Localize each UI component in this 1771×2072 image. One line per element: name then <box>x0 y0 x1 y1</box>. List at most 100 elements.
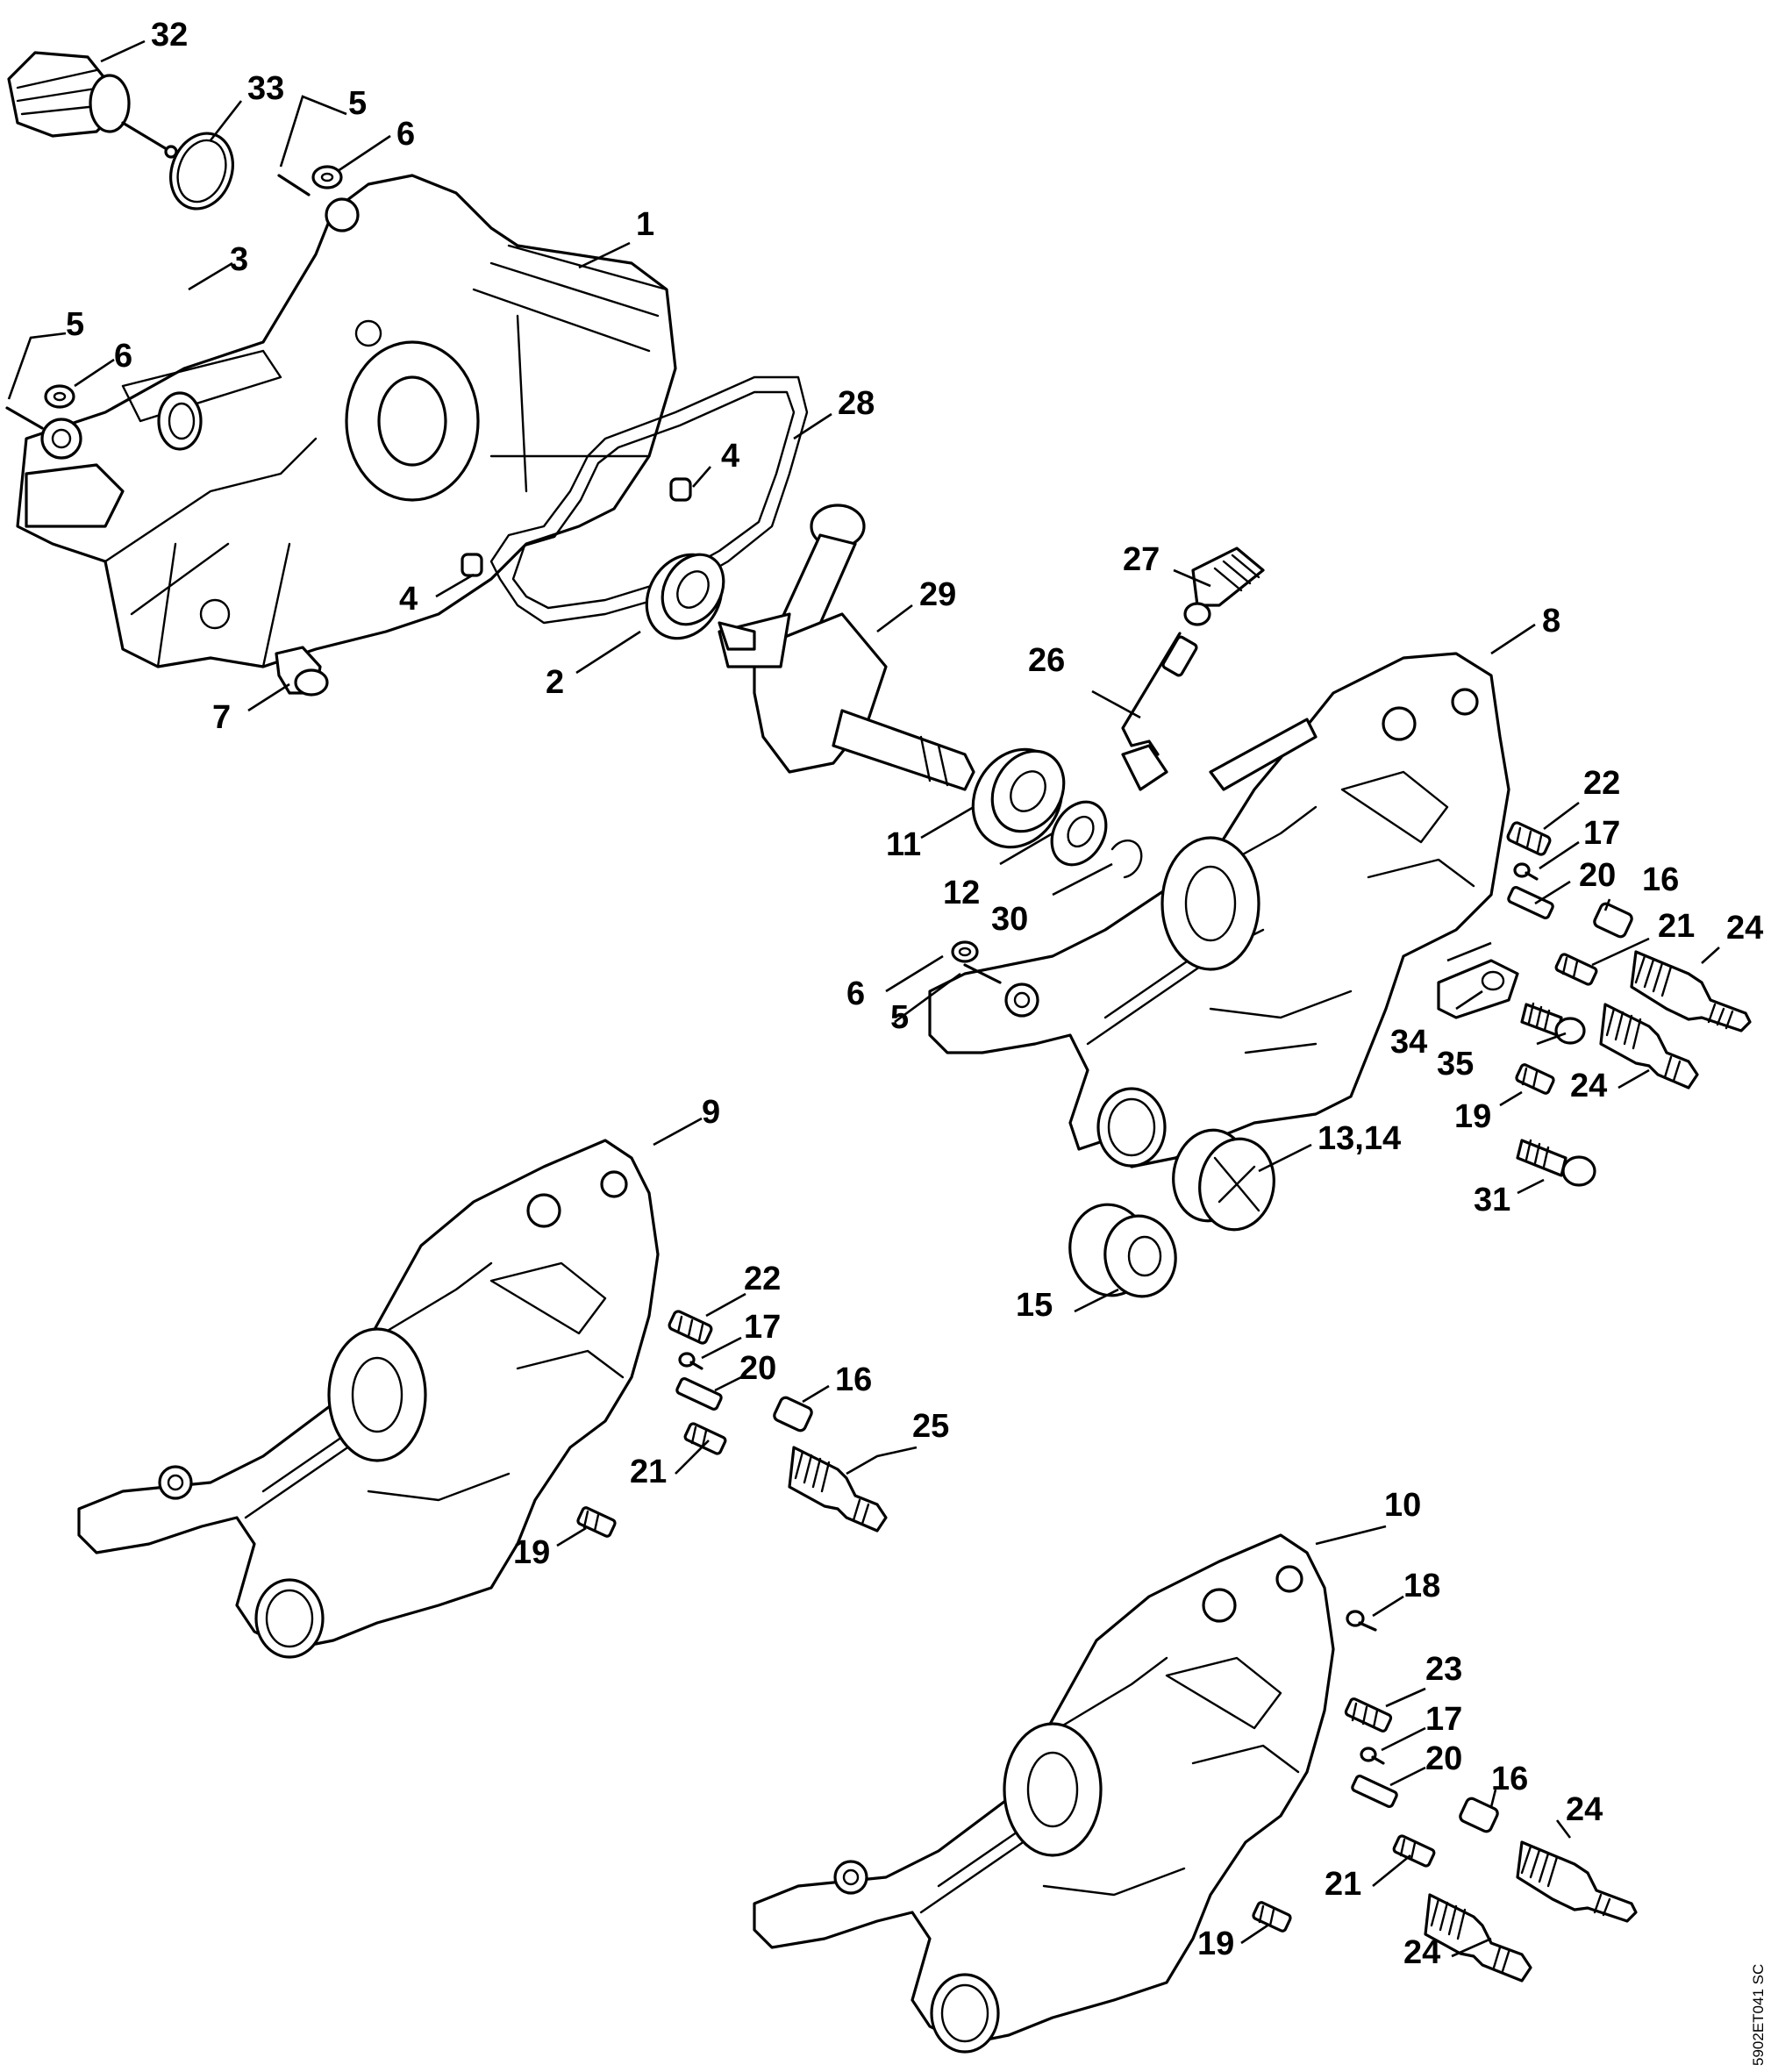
bracket-34 <box>1437 959 1519 1019</box>
callout-19: 19 <box>1197 1926 1234 1962</box>
screw-17a <box>1513 862 1539 881</box>
callout-32: 32 <box>151 17 188 54</box>
callout-24: 24 <box>1403 1934 1440 1971</box>
callout-17: 17 <box>744 1309 781 1346</box>
stud-23 <box>1344 1697 1393 1733</box>
callout-13-14: 13,14 <box>1318 1120 1401 1157</box>
leader-lines <box>7 39 1720 1958</box>
callout-34: 34 <box>1390 1024 1427 1061</box>
adjusting-screw-35 <box>1520 1002 1586 1045</box>
callout-16: 16 <box>835 1361 872 1398</box>
pin-20a <box>1507 885 1554 920</box>
callout-2: 2 <box>546 664 564 701</box>
callout-5: 5 <box>890 999 909 1036</box>
callout-27: 27 <box>1123 541 1160 578</box>
callout-23: 23 <box>1425 1651 1462 1688</box>
callout-6: 6 <box>846 975 865 1012</box>
callout-20: 20 <box>739 1350 776 1387</box>
callout-19: 19 <box>513 1534 550 1571</box>
callout-35: 35 <box>1437 1046 1474 1082</box>
pin-20b <box>675 1376 723 1411</box>
callout-21: 21 <box>630 1454 667 1490</box>
crankshaft-29 <box>718 504 975 791</box>
washer-6b <box>44 384 75 409</box>
callout-22: 22 <box>744 1261 781 1297</box>
washer-6c <box>951 940 979 963</box>
callout-24: 24 <box>1570 1068 1607 1104</box>
callout-17: 17 <box>1583 815 1620 852</box>
callout-15: 15 <box>1016 1287 1053 1324</box>
dowel-pin-4b <box>461 553 483 577</box>
callout-5: 5 <box>66 306 84 343</box>
callout-25: 25 <box>912 1408 949 1445</box>
screw-18 <box>1346 1610 1377 1632</box>
av-buffer-13-14 <box>1172 1128 1275 1232</box>
stud-22b <box>668 1310 713 1345</box>
oil-seal-3 <box>157 391 203 451</box>
stud-21b <box>683 1422 727 1455</box>
ball-bearing-11 <box>971 747 1066 849</box>
callout-4: 4 <box>399 581 418 618</box>
callout-17: 17 <box>1425 1701 1462 1738</box>
crankcase-housing-1 <box>16 174 677 668</box>
screw-31 <box>1516 1139 1596 1187</box>
pin-5b <box>5 406 44 430</box>
callout-6: 6 <box>114 338 132 375</box>
crankcase-half-10 <box>753 1533 1335 2054</box>
stud-25 <box>788 1446 888 1533</box>
document-code: 5902ET041 SC <box>1750 1964 1767 2066</box>
callout-16: 16 <box>1491 1761 1528 1797</box>
pin-20c <box>1351 1774 1398 1809</box>
screw-17b <box>678 1352 703 1370</box>
callout-3: 3 <box>230 241 248 278</box>
stud-21a <box>1554 953 1598 986</box>
callout-1: 1 <box>636 206 654 243</box>
callout-33: 33 <box>247 70 284 107</box>
callout-20: 20 <box>1425 1740 1462 1777</box>
ring-12 <box>1050 800 1108 867</box>
callout-5: 5 <box>348 85 367 122</box>
dowel-pin-4a <box>669 477 692 502</box>
stud-24d <box>1424 1893 1532 1983</box>
crankcase-half-8 <box>928 652 1510 1168</box>
sleeve-16c <box>1459 1797 1499 1833</box>
callout-24: 24 <box>1566 1791 1603 1828</box>
sleeve-16b <box>773 1396 813 1433</box>
callout-31: 31 <box>1474 1182 1510 1218</box>
callout-18: 18 <box>1403 1568 1440 1604</box>
callout-4: 4 <box>721 438 739 475</box>
washer-6a <box>311 165 343 189</box>
stud-24b <box>1599 1003 1699 1090</box>
stud-19c <box>1252 1901 1292 1933</box>
pin-5a <box>277 174 311 196</box>
gasket-28 <box>489 375 809 625</box>
stud-24c <box>1516 1840 1638 1923</box>
callout-29: 29 <box>919 576 956 613</box>
oil-pump-32 <box>7 51 178 159</box>
circlip-30 <box>1110 839 1143 879</box>
callout-7: 7 <box>212 699 231 736</box>
callout-10: 10 <box>1384 1487 1421 1524</box>
callout-6: 6 <box>396 116 415 153</box>
callout-16: 16 <box>1642 861 1679 898</box>
stud-22a <box>1506 821 1552 856</box>
stud-24a <box>1630 950 1752 1032</box>
callout-30: 30 <box>991 901 1028 938</box>
ball-bearing-2 <box>645 553 725 640</box>
callout-19: 19 <box>1454 1098 1491 1135</box>
callout-21: 21 <box>1658 908 1695 945</box>
o-ring-33 <box>169 132 234 211</box>
callout-12: 12 <box>943 875 980 911</box>
callout-21: 21 <box>1325 1866 1361 1903</box>
callout-20: 20 <box>1579 857 1616 894</box>
oil-line-26 <box>1121 632 1198 791</box>
pin-5c <box>963 963 1002 984</box>
callout-22: 22 <box>1583 765 1620 802</box>
stud-19a <box>1515 1063 1555 1095</box>
callout-9: 9 <box>702 1094 720 1131</box>
callout-24: 24 <box>1726 910 1763 947</box>
stud-21c <box>1392 1834 1436 1868</box>
callout-labels: 32 33 5 6 1 3 5 6 28 4 4 27 29 26 2 7 8 … <box>66 17 1763 1971</box>
fitting-27 <box>1183 547 1265 626</box>
